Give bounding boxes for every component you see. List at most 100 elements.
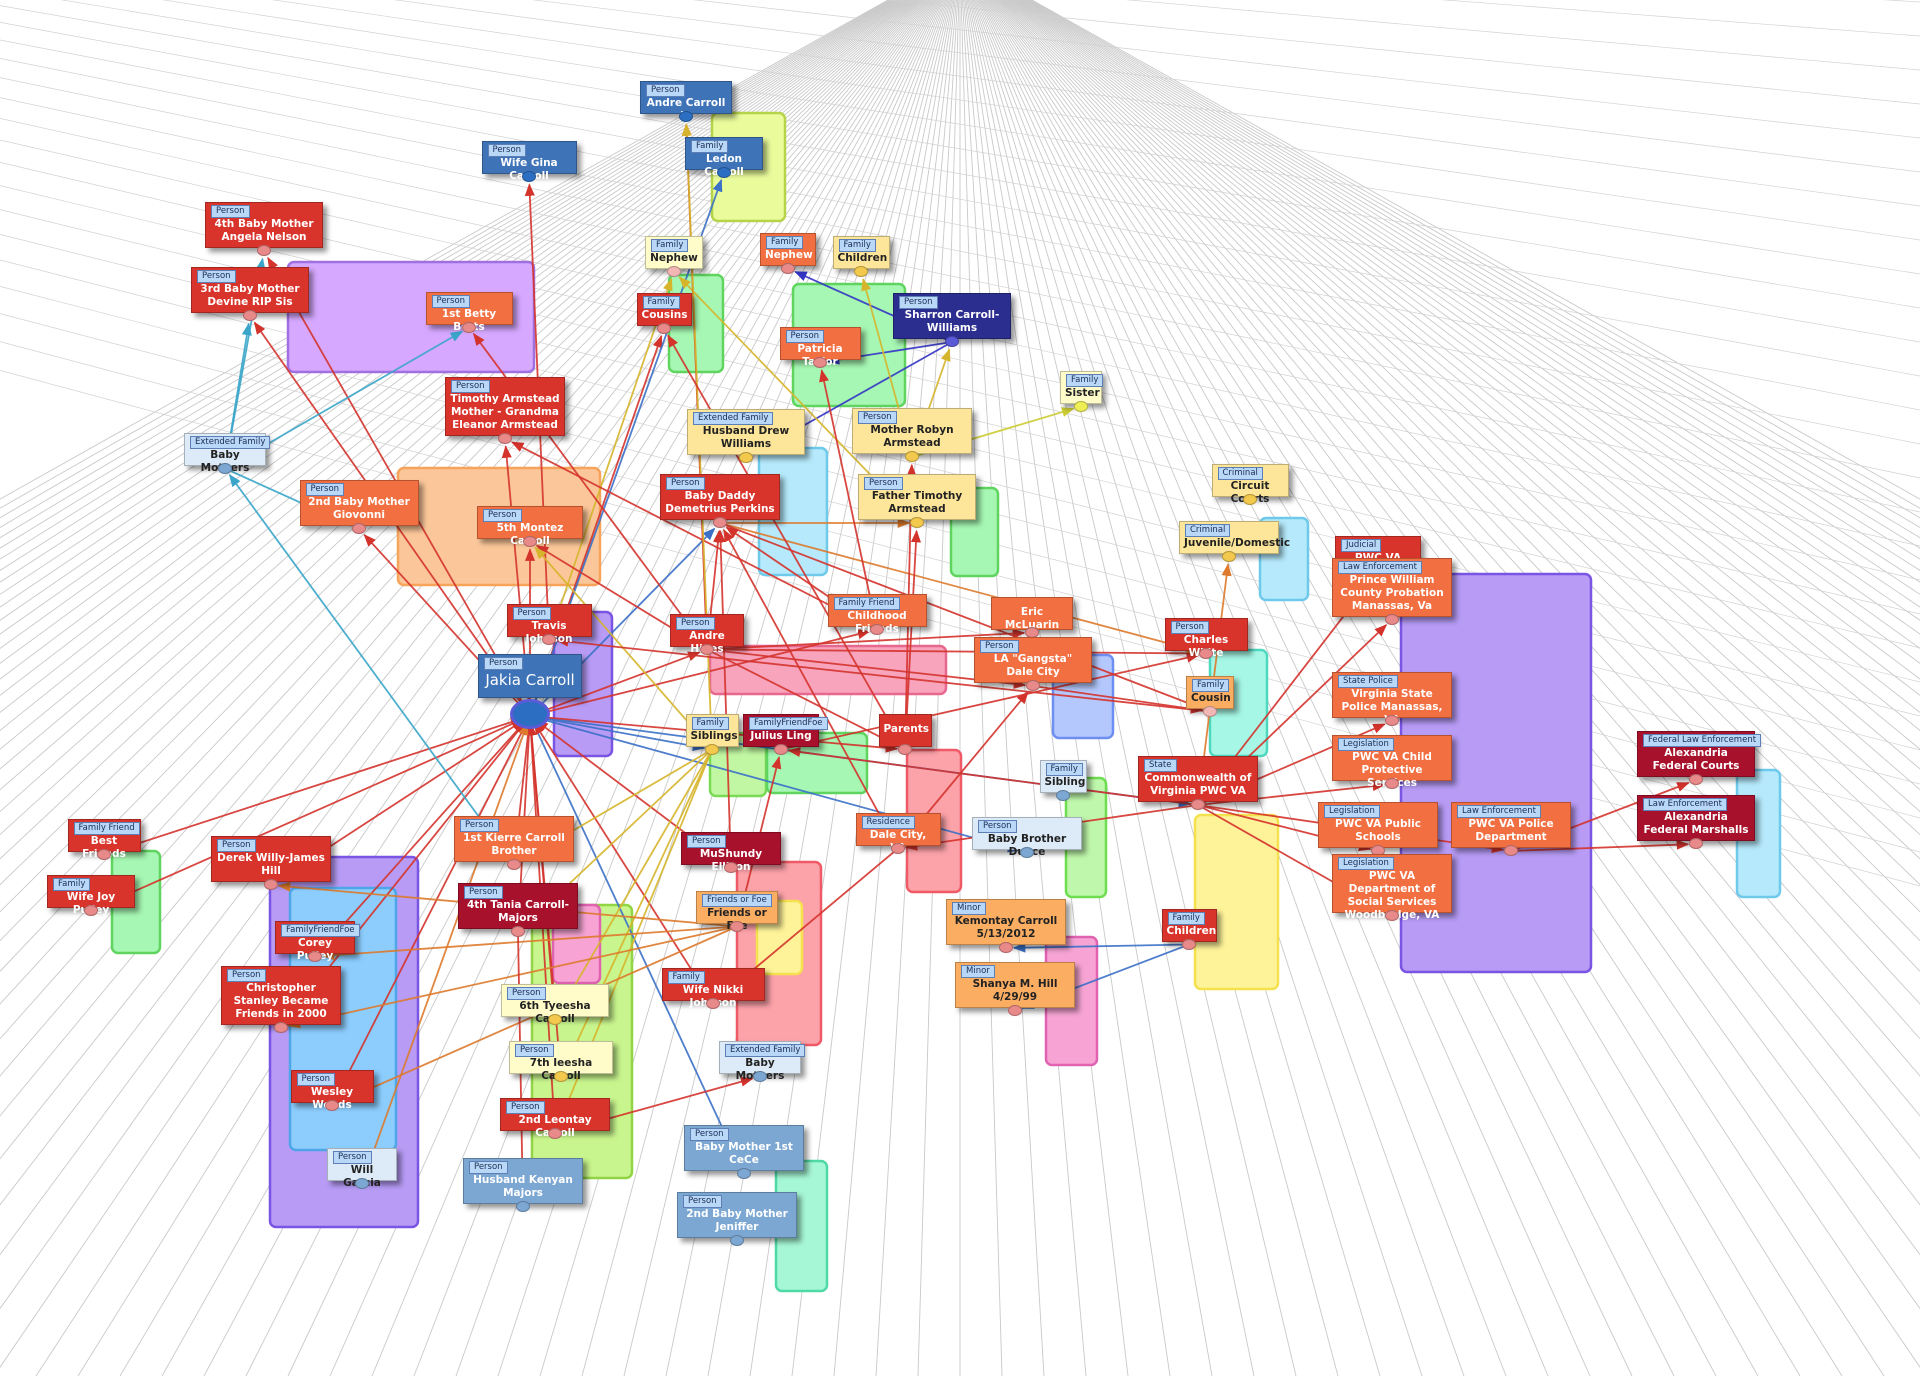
node-anchor-dot[interactable] bbox=[1199, 647, 1213, 659]
node-anchor-dot[interactable] bbox=[84, 904, 98, 916]
node-anchor-dot[interactable] bbox=[542, 633, 556, 645]
node-anchor-dot[interactable] bbox=[705, 743, 719, 755]
node-anchor-dot[interactable] bbox=[243, 310, 257, 321]
node-anchor-dot[interactable] bbox=[854, 265, 868, 277]
node-anchor-dot[interactable] bbox=[1385, 613, 1399, 625]
node-anchor-dot[interactable] bbox=[1385, 778, 1399, 789]
node-anchor-dot[interactable] bbox=[1689, 838, 1703, 849]
node-anchor-dot[interactable] bbox=[898, 743, 912, 755]
node-anchor-dot[interactable] bbox=[870, 623, 884, 635]
node-anchor-dot[interactable] bbox=[274, 1021, 288, 1033]
node-anchor-dot[interactable] bbox=[264, 879, 278, 890]
node-anchor-dot[interactable] bbox=[511, 926, 525, 937]
node-anchor-dot[interactable] bbox=[679, 110, 693, 122]
node-anchor-dot[interactable] bbox=[523, 535, 537, 547]
node-anchor-dot[interactable] bbox=[999, 942, 1013, 953]
node-anchor-dot[interactable] bbox=[724, 861, 738, 873]
node-anchor-dot[interactable] bbox=[1689, 774, 1703, 785]
node-anchor-dot[interactable] bbox=[713, 517, 727, 528]
node-anchor-dot[interactable] bbox=[516, 1201, 530, 1212]
node-anchor-dot[interactable] bbox=[667, 265, 681, 277]
node-anchor-dot[interactable] bbox=[753, 1070, 767, 1082]
node-anchor-dot[interactable] bbox=[548, 1013, 562, 1025]
node-anchor-dot[interactable] bbox=[1385, 909, 1399, 921]
node-anchor-dot[interactable] bbox=[498, 432, 512, 444]
node-anchor-dot[interactable] bbox=[1025, 626, 1039, 638]
node-anchor-dot[interactable] bbox=[1074, 400, 1088, 412]
node-eric[interactable]: Eric McLuarin bbox=[991, 596, 1073, 638]
node-anchor-dot[interactable] bbox=[700, 643, 714, 655]
node-anchor-dot[interactable] bbox=[813, 356, 827, 368]
node-anchor-dot[interactable] bbox=[706, 997, 720, 1009]
node-anchor-dot[interactable] bbox=[1222, 550, 1236, 562]
node-anchor-dot[interactable] bbox=[554, 1070, 568, 1082]
node-anchor-dot[interactable] bbox=[730, 920, 744, 932]
node-anchor-dot[interactable] bbox=[905, 451, 919, 462]
node-anchor-dot[interactable] bbox=[352, 523, 366, 534]
node-anchor-dot[interactable] bbox=[717, 166, 731, 178]
node-anchor-dot[interactable] bbox=[781, 262, 795, 274]
node-anchor-dot[interactable] bbox=[657, 322, 671, 334]
node-anchor-dot[interactable] bbox=[1008, 1005, 1022, 1016]
node-anchor-dot[interactable] bbox=[1504, 845, 1518, 856]
node-anchor-dot[interactable] bbox=[739, 452, 753, 463]
node-anchor-dot[interactable] bbox=[325, 1099, 339, 1111]
node-anchor-dot[interactable] bbox=[1385, 715, 1399, 726]
node-parents[interactable]: Parents bbox=[878, 713, 932, 755]
node-anchor-dot[interactable] bbox=[1056, 789, 1070, 801]
node-anchor-dot[interactable] bbox=[730, 1235, 744, 1246]
node-anchor-dot[interactable] bbox=[548, 1127, 562, 1139]
node-anchor-dot[interactable] bbox=[1182, 938, 1196, 950]
node-anchor-dot[interactable] bbox=[510, 699, 550, 729]
node-anchor-dot[interactable] bbox=[507, 859, 521, 870]
